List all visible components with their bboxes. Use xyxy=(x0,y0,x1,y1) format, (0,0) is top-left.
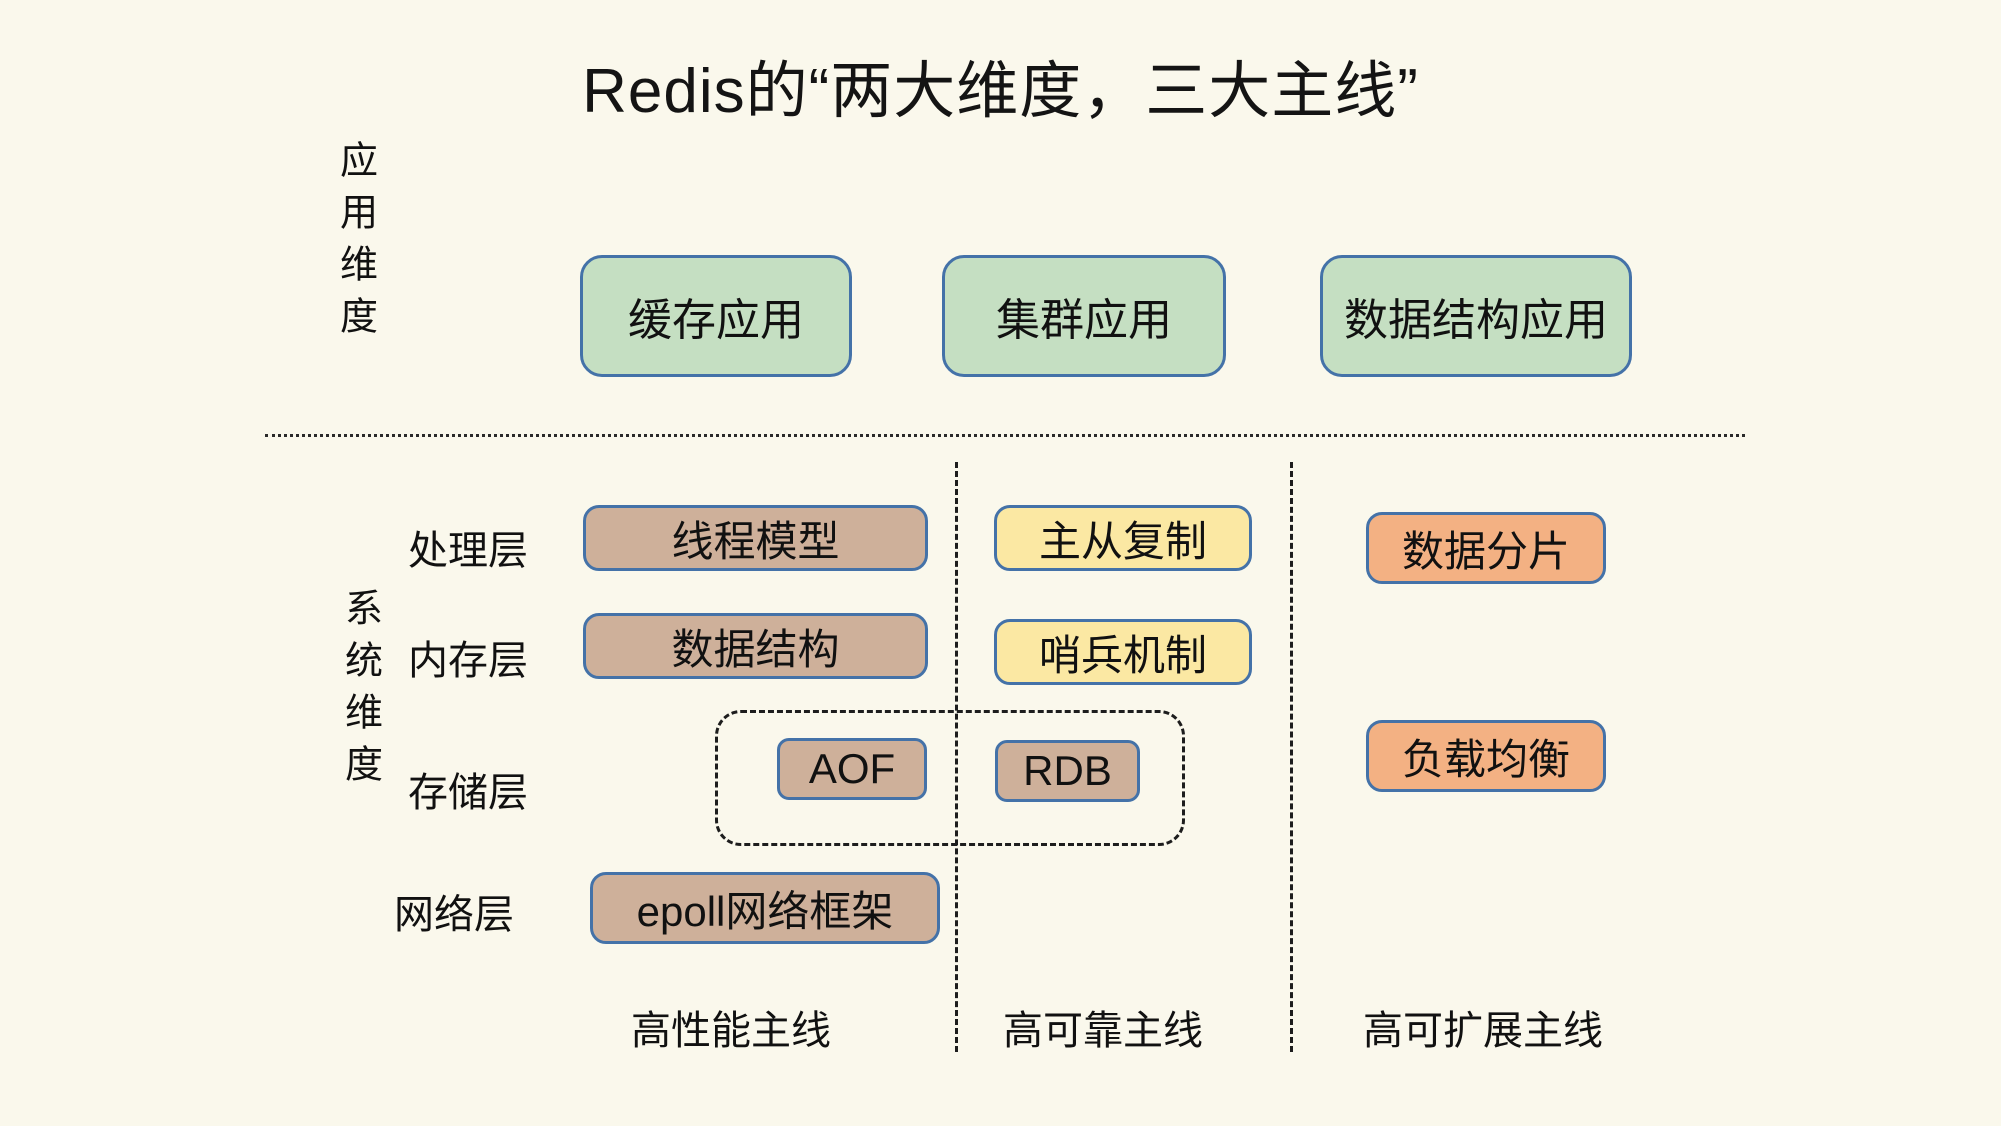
sys-box-load-balancing[interactable]: 负载均衡 xyxy=(1366,720,1606,792)
app-box-data-structure[interactable]: 数据结构应用 xyxy=(1320,255,1632,377)
sys-box-epoll-framework[interactable]: epoll网络框架 xyxy=(590,872,940,944)
mainline-label-reliability: 高可靠主线 xyxy=(1003,1009,1203,1053)
mainline-label-scalability: 高可扩展主线 xyxy=(1363,1009,1603,1053)
sys-box-master-slave-replication[interactable]: 主从复制 xyxy=(994,505,1252,571)
sys-box-sentinel[interactable]: 哨兵机制 xyxy=(994,619,1252,685)
layer-label-network: 网络层 xyxy=(394,893,514,937)
layer-label-memory: 内存层 xyxy=(408,639,528,683)
sys-box-rdb[interactable]: RDB xyxy=(995,740,1140,802)
column-separator-1 xyxy=(955,462,958,1052)
system-dimension-label: 系统维度 xyxy=(338,588,381,796)
sys-box-data-sharding[interactable]: 数据分片 xyxy=(1366,512,1606,584)
persistence-group xyxy=(715,710,1185,846)
app-box-cache[interactable]: 缓存应用 xyxy=(580,255,852,377)
dimension-separator xyxy=(265,434,1745,437)
sys-box-aof[interactable]: AOF xyxy=(777,738,927,800)
layer-label-storage: 存储层 xyxy=(408,771,528,815)
mainline-label-performance: 高性能主线 xyxy=(631,1009,831,1053)
sys-box-data-structure[interactable]: 数据结构 xyxy=(583,613,928,679)
app-box-cluster[interactable]: 集群应用 xyxy=(942,255,1226,377)
page-title: Redis的“两大维度，三大主线” xyxy=(582,57,1419,126)
layer-label-processing: 处理层 xyxy=(408,529,528,573)
sys-box-thread-model[interactable]: 线程模型 xyxy=(583,505,928,571)
application-dimension-label: 应用维度 xyxy=(333,140,376,348)
column-separator-2 xyxy=(1290,462,1293,1052)
